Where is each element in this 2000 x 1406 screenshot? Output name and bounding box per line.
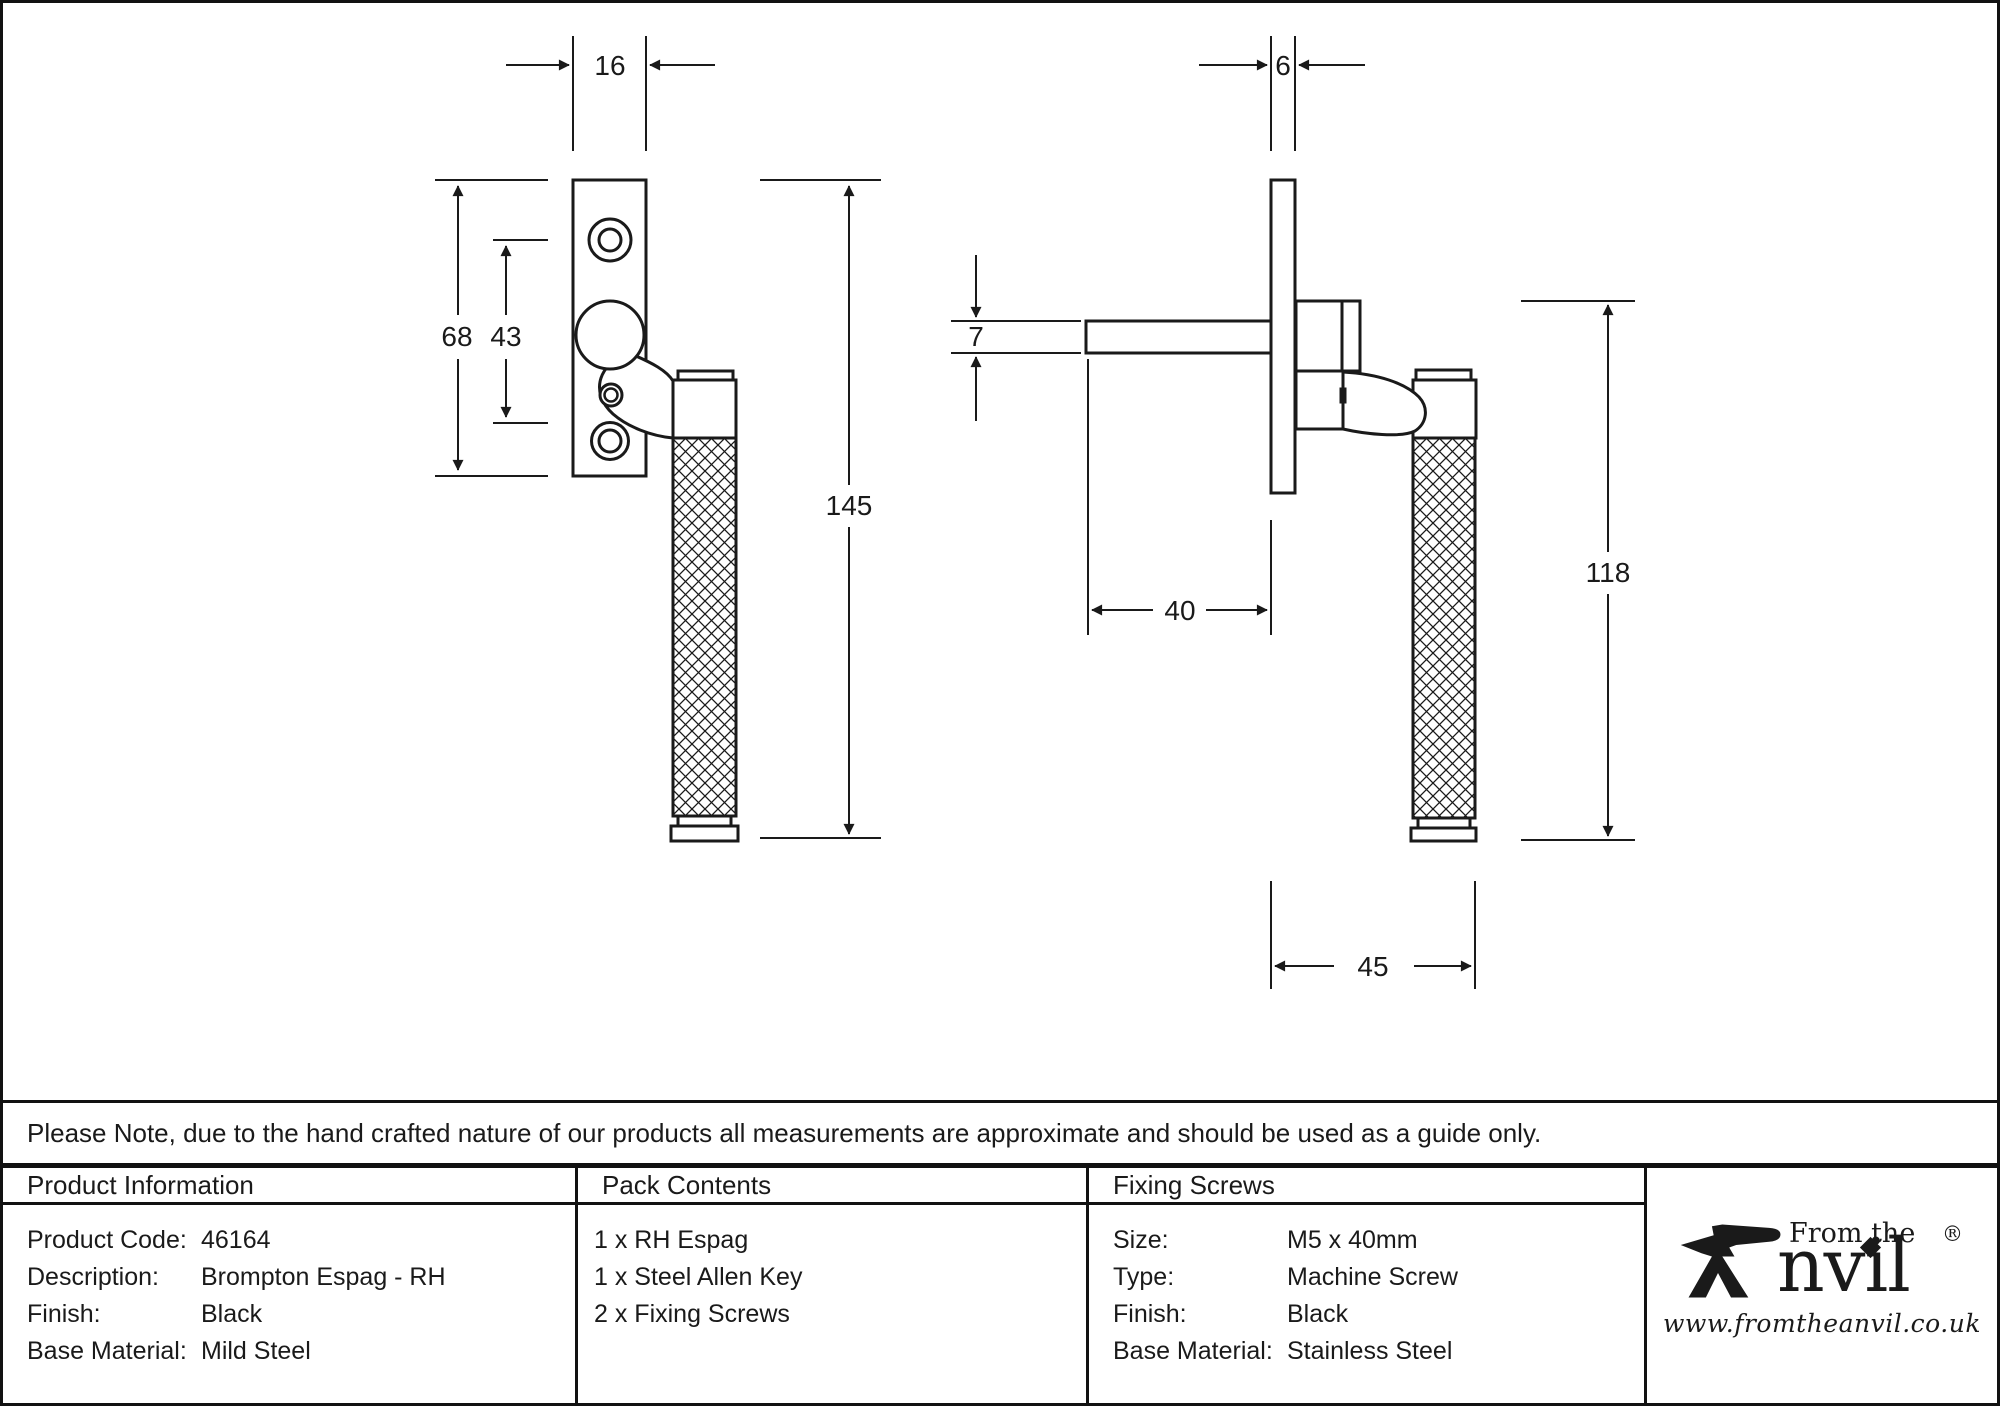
brand-prefix-text: From the bbox=[1789, 1217, 1916, 1249]
front-view-drawing bbox=[571, 178, 740, 843]
row-value: M5 x 40mm bbox=[1287, 1226, 1418, 1254]
dim-side-handle-length bbox=[1521, 300, 1635, 841]
row-label: Product Code: bbox=[27, 1226, 187, 1254]
row-label: Finish: bbox=[1113, 1300, 1187, 1328]
product-information-body: Product Code: 46164 Description: Brompto… bbox=[3, 1205, 575, 1403]
dim-side-spindle-length bbox=[1087, 359, 1272, 635]
row-label: Base Material: bbox=[1113, 1337, 1273, 1365]
spec-table: Product Information Product Code: 46164 … bbox=[3, 1168, 1997, 1403]
info-block: Please Note, due to the hand crafted nat… bbox=[3, 1100, 1997, 1403]
anvil-logo: From the nvil ® www.fromtheanvil.co.uk bbox=[1663, 1208, 1980, 1338]
dim-front-width-label: 16 bbox=[594, 50, 625, 81]
brand-url-text: www.fromtheanvil.co.uk bbox=[1663, 1308, 1981, 1338]
row-value: Brompton Espag - RH bbox=[201, 1263, 446, 1291]
side-spindle bbox=[1084, 319, 1275, 355]
dim-side-spindle-length-label: 40 bbox=[1164, 595, 1195, 626]
row-label: Size: bbox=[1113, 1226, 1169, 1254]
side-knurled-grip bbox=[1411, 436, 1477, 820]
side-top-block bbox=[1294, 299, 1362, 373]
pack-contents-body: 1 x RH Espag 1 x Steel Allen Key 2 x Fix… bbox=[578, 1205, 1086, 1403]
dim-front-total-length bbox=[760, 179, 881, 839]
front-ferrule bbox=[671, 378, 738, 440]
dim-front-total-length-label: 145 bbox=[826, 490, 873, 521]
measurement-note-text: Please Note, due to the hand crafted nat… bbox=[27, 1117, 1542, 1148]
side-set-screw bbox=[1339, 387, 1347, 404]
technical-drawing-canvas: 16 68 43 145 bbox=[435, 36, 1635, 989]
table-row: Base Material: Stainless Steel bbox=[1113, 1333, 1634, 1370]
fixing-screws-header: Fixing Screws bbox=[1089, 1168, 1644, 1205]
dim-side-handle-length-label: 118 bbox=[1586, 557, 1631, 588]
row-label: Description: bbox=[27, 1263, 159, 1291]
table-row: Description: Brompton Espag - RH bbox=[27, 1259, 565, 1296]
side-handle-neck bbox=[1341, 370, 1427, 437]
side-backplate bbox=[1269, 178, 1297, 495]
side-end-cap bbox=[1409, 826, 1478, 843]
dim-front-height bbox=[435, 179, 548, 477]
front-bottom-hole-inner bbox=[597, 428, 623, 454]
row-value: Black bbox=[201, 1300, 263, 1328]
fixing-screws-body: Size: M5 x 40mm Type: Machine Screw Fini… bbox=[1089, 1205, 1644, 1403]
dim-side-projection-label: 45 bbox=[1357, 951, 1388, 982]
dim-side-spindle-thickness-label: 7 bbox=[968, 321, 984, 352]
table-row: Finish: Black bbox=[27, 1296, 565, 1333]
measurement-note: Please Note, due to the hand crafted nat… bbox=[3, 1103, 1997, 1168]
row-value: Black bbox=[1287, 1300, 1349, 1328]
row-label: Finish: bbox=[27, 1300, 101, 1328]
fixing-screws-column: Fixing Screws Size: M5 x 40mm Type: Mach… bbox=[1089, 1168, 1647, 1403]
front-knurled-grip bbox=[671, 436, 738, 818]
list-item: 1 x RH Espag bbox=[594, 1226, 749, 1254]
table-row: Type: Machine Screw bbox=[1113, 1259, 1634, 1296]
pack-contents-column: Pack Contents 1 x RH Espag 1 x Steel All… bbox=[578, 1168, 1089, 1403]
row-value: Machine Screw bbox=[1287, 1263, 1458, 1291]
list-item: 2 x Fixing Screws bbox=[594, 1300, 790, 1328]
dim-side-projection bbox=[1270, 881, 1476, 989]
brand-logo-cell: From the nvil ® www.fromtheanvil.co.uk bbox=[1647, 1168, 1997, 1403]
registered-trademark-icon: ® bbox=[1942, 1221, 1963, 1246]
table-row: Base Material: Mild Steel bbox=[27, 1333, 565, 1370]
table-row: Finish: Black bbox=[1113, 1296, 1634, 1333]
side-lower-block bbox=[1294, 369, 1345, 431]
front-knob bbox=[574, 299, 646, 371]
list-item: 1 x Steel Allen Key bbox=[594, 1263, 803, 1291]
dim-side-thickness bbox=[1199, 36, 1365, 151]
dim-front-hole-spacing bbox=[493, 239, 548, 424]
table-row: Product Code: 46164 bbox=[27, 1222, 565, 1259]
side-dimensions bbox=[951, 36, 1635, 989]
side-view-drawing bbox=[1084, 178, 1478, 843]
front-end-cap bbox=[669, 824, 740, 843]
front-top-hole-inner bbox=[597, 227, 623, 253]
pack-contents-header: Pack Contents bbox=[578, 1168, 1086, 1205]
dim-front-height-label: 68 bbox=[441, 321, 472, 352]
anvil-icon bbox=[1680, 1224, 1781, 1298]
dim-side-thickness-label: 6 bbox=[1275, 50, 1291, 81]
front-dimensions bbox=[435, 36, 881, 839]
table-row: Size: M5 x 40mm bbox=[1113, 1222, 1634, 1259]
dim-front-hole-spacing-label: 43 bbox=[490, 321, 521, 352]
row-value: Mild Steel bbox=[201, 1337, 311, 1365]
dim-side-spindle-thickness bbox=[951, 255, 1081, 421]
product-information-column: Product Information Product Code: 46164 … bbox=[3, 1168, 578, 1403]
product-information-header: Product Information bbox=[3, 1168, 575, 1205]
front-pivot-screw-inner bbox=[603, 387, 619, 403]
row-label: Type: bbox=[1113, 1263, 1175, 1291]
dim-front-width bbox=[506, 36, 715, 151]
row-value: Stainless Steel bbox=[1287, 1337, 1453, 1365]
row-label: Base Material: bbox=[27, 1337, 187, 1365]
brand-main-text: nvil bbox=[1777, 1222, 1911, 1309]
row-value: 46164 bbox=[201, 1226, 271, 1254]
